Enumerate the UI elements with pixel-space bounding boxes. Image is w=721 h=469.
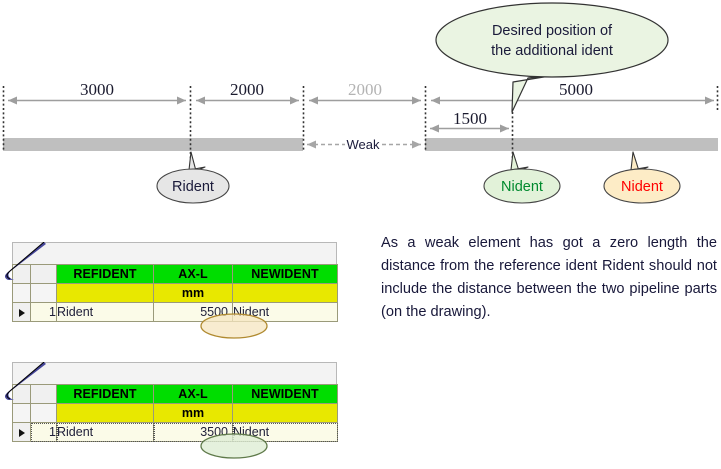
cell-refident[interactable]: Rident: [56, 302, 154, 322]
grid-header-newident[interactable]: NEWIDENT: [232, 264, 338, 284]
grid-unit-axl: mm: [153, 403, 233, 423]
grid-unit-row: mm: [12, 283, 338, 303]
grid-header-axl[interactable]: AX-L: [153, 264, 233, 284]
table-row: 1 Rident 5500 Nident: [12, 302, 338, 322]
dimension-label-5000: 5000: [559, 80, 593, 99]
weak-gap-label: Weak: [347, 137, 380, 152]
data-grid: REFIDENT AX-L NEWIDENT mm: [12, 264, 338, 322]
bubble-nident-red: Nident: [603, 151, 681, 204]
grid-header-newident[interactable]: NEWIDENT: [232, 384, 338, 404]
grid-unit-axl: mm: [153, 283, 233, 303]
bubble-rident-label: Rident: [172, 179, 214, 195]
grid-unit-refident: [56, 283, 154, 303]
grid-unit-corner: [12, 283, 31, 303]
callout-desired-position: Desired position of the additional ident: [435, 2, 669, 113]
pipeline-bar-right: [425, 138, 718, 151]
cell-axl[interactable]: 5500: [153, 302, 233, 322]
callout-desired-line1: Desired position of: [492, 23, 613, 39]
grid-toolbar: [12, 362, 337, 384]
callout-desired-line2: the additional ident: [491, 43, 613, 59]
grid-unit-newident: [232, 403, 338, 423]
dimension-label-2000-weak: 2000: [348, 80, 382, 99]
table-row: 1 Rident 3500 Nident: [12, 422, 338, 442]
grid-unit-row: mm: [12, 403, 338, 423]
grid-header-row: REFIDENT AX-L NEWIDENT: [12, 384, 338, 404]
grid-widget-after: REFIDENT AX-L NEWIDENT mm: [0, 362, 350, 462]
grid-header-row: REFIDENT AX-L NEWIDENT: [12, 264, 338, 284]
grid-unit-newident: [232, 283, 338, 303]
grid-header-corner: [12, 264, 31, 284]
grid-header-rownum: [30, 384, 57, 404]
pipeline-bar-left: [3, 138, 303, 151]
bubble-nident-red-label: Nident: [621, 179, 663, 195]
dimension-label-1500: 1500: [453, 109, 487, 128]
pipeline-dimension-diagram: Weak 3000 2000 2000 5000 1500 Desired po…: [0, 0, 721, 215]
grid-unit-refident: [56, 403, 154, 423]
grid-header-rownum: [30, 264, 57, 284]
grid-widget-before: REFIDENT AX-L NEWIDENT mm: [0, 242, 350, 342]
cell-refident[interactable]: Rident: [56, 422, 154, 442]
grid-header-axl[interactable]: AX-L: [153, 384, 233, 404]
explanatory-note: As a weak element has got a zero length …: [381, 235, 717, 320]
cell-newident[interactable]: Nident: [232, 422, 338, 442]
bubble-nident-green: Nident: [483, 151, 561, 204]
weak-gap-indicator: Weak: [307, 137, 421, 152]
grid-header-refident[interactable]: REFIDENT: [56, 384, 154, 404]
grid-unit-rownum: [30, 283, 57, 303]
data-grid: REFIDENT AX-L NEWIDENT mm: [12, 384, 338, 442]
dimension-label-3000: 3000: [80, 80, 114, 99]
dimension-label-2000: 2000: [230, 80, 264, 99]
grid-header-refident[interactable]: REFIDENT: [56, 264, 154, 284]
row-selector-triangle-icon: [18, 308, 25, 317]
grid-toolbar: [12, 242, 337, 264]
grid-unit-rownum: [30, 403, 57, 423]
cell-newident[interactable]: Nident: [232, 302, 338, 322]
row-selector[interactable]: [12, 422, 31, 442]
row-selector-triangle-icon: [18, 428, 25, 437]
bubble-nident-green-label: Nident: [501, 179, 543, 195]
bubble-rident: Rident: [156, 151, 230, 204]
row-selector[interactable]: [12, 302, 31, 322]
cell-axl[interactable]: 3500: [153, 422, 233, 442]
grid-header-corner: [12, 384, 31, 404]
row-number: 1: [30, 422, 57, 442]
row-number: 1: [30, 302, 57, 322]
grid-unit-corner: [12, 403, 31, 423]
